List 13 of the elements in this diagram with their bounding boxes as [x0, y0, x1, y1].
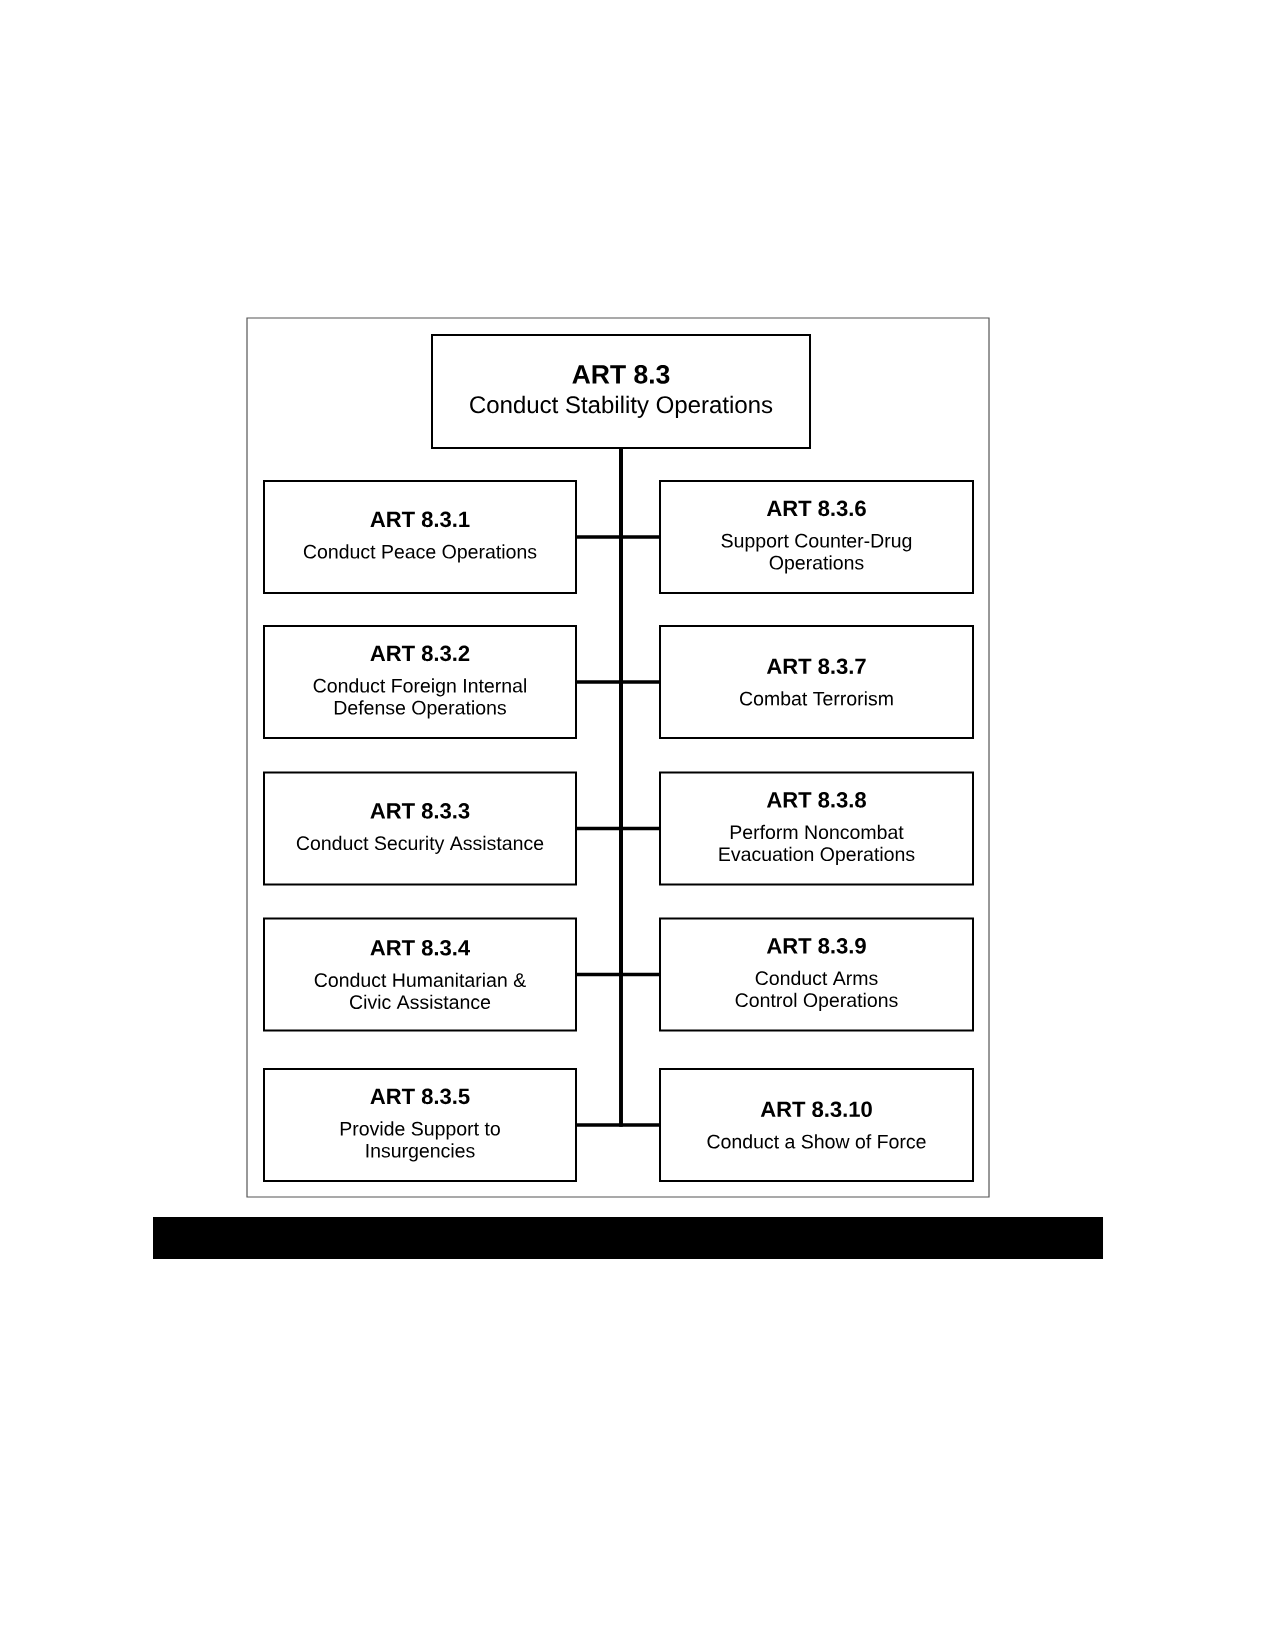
task-box: ART 8.3.9 Conduct Arms Control Operations — [659, 917, 974, 1032]
task-box: ART 8.3.7 Combat Terrorism — [659, 625, 974, 739]
task-box: ART 8.3.4 Conduct Humanitarian & Civic Assistance — [263, 917, 577, 1032]
task-box: ART 8.3.10 Conduct a Show of Force — [659, 1068, 974, 1182]
task-box: ART 8.3.5 Provide Support to Insurgencies — [263, 1068, 577, 1182]
task-box: ART 8.3 Conduct Stability Operations — [431, 334, 811, 449]
connector-line — [619, 449, 659, 1127]
task-box: ART 8.3.2 Conduct Foreign Internal Defense Operations — [263, 625, 577, 739]
task-box: ART 8.3.8 Perform Noncombat Evacuation Operations — [659, 771, 974, 886]
task-box: ART 8.3.6 Support Counter-Drug Operations — [659, 480, 974, 594]
task-box: ART 8.3.3 Conduct Security Assistance — [263, 771, 577, 886]
task-box: ART 8.3.1 Conduct Peace Operations — [263, 480, 577, 594]
bar — [153, 1217, 1103, 1259]
